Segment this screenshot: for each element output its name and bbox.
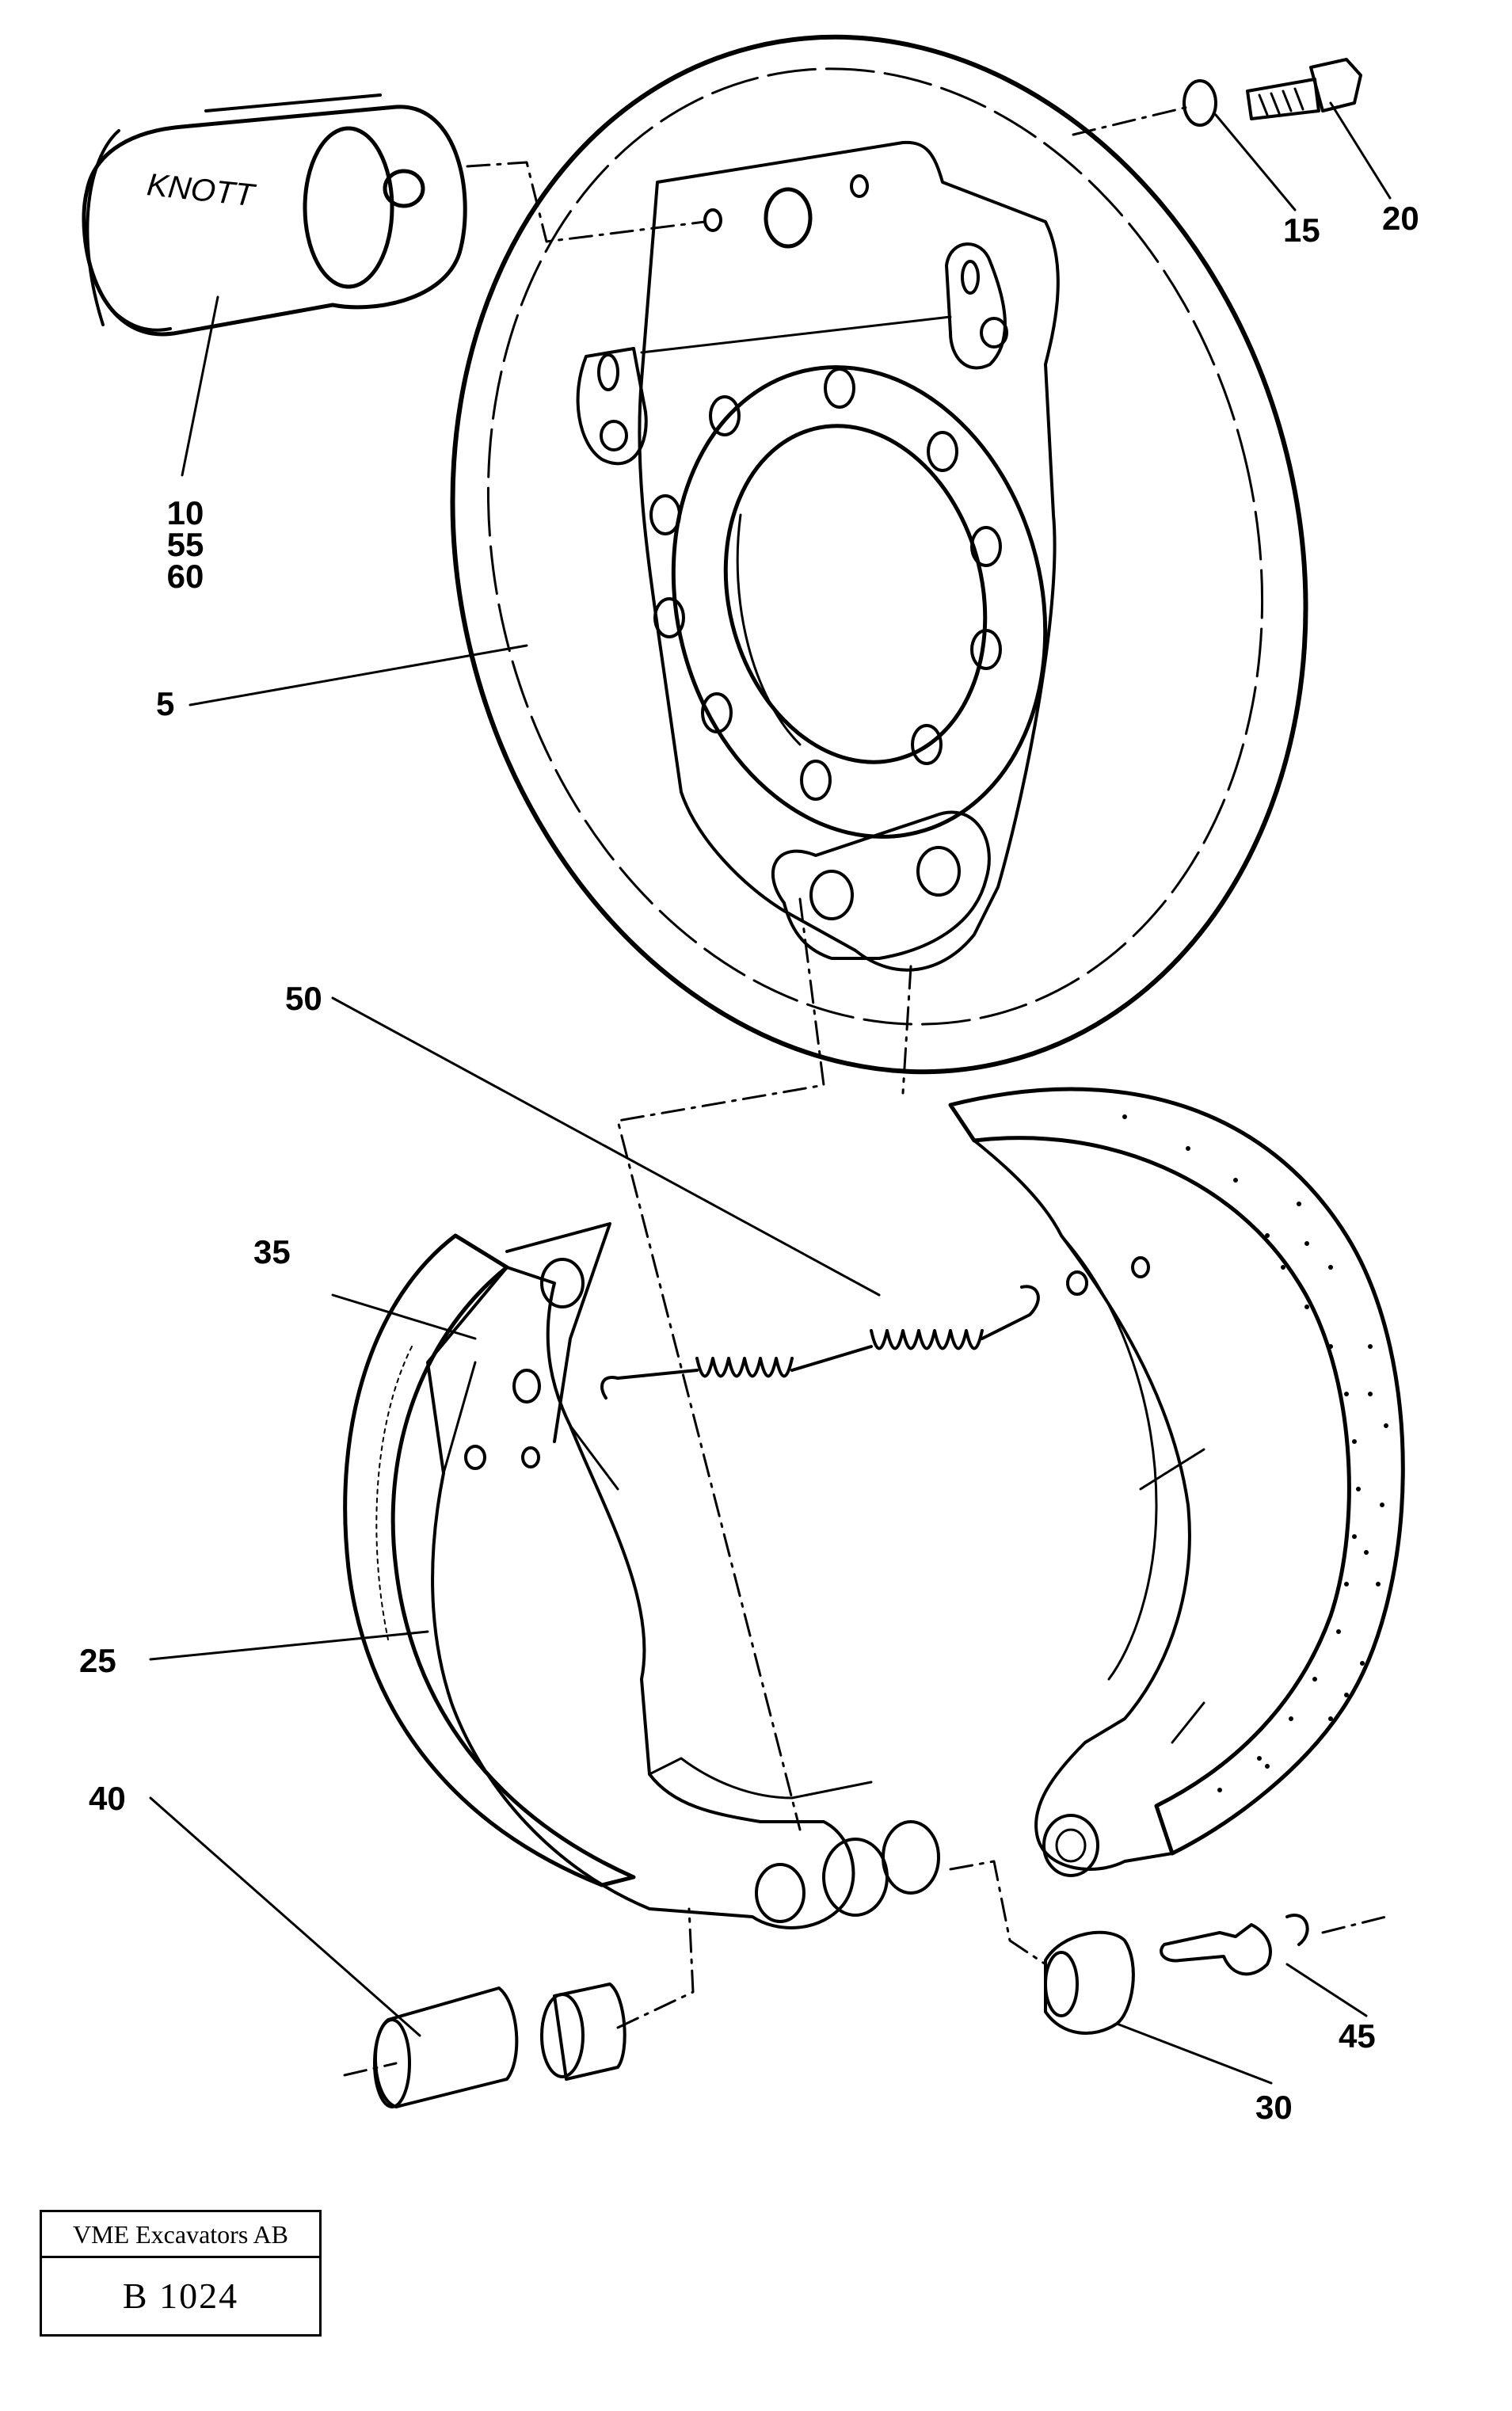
bushing-left (540, 1907, 695, 2081)
callout-30: 30 (1255, 2089, 1293, 2126)
callout-5: 5 (156, 685, 175, 722)
callout-20: 20 (1382, 200, 1419, 237)
left-brake-shoe (343, 1222, 940, 1929)
right-brake-shoe (948, 1087, 1405, 1877)
callout-60: 60 (166, 558, 204, 595)
callout-10: 10 (166, 494, 204, 531)
callout-45: 45 (1339, 2017, 1376, 2055)
hub-bolt-holes (649, 368, 1002, 801)
assembly-centerline (1072, 105, 1190, 136)
assembly-centerline (466, 161, 706, 243)
assembly-centerline (616, 897, 825, 1831)
callout-35: 35 (253, 1233, 291, 1270)
callout-50: 50 (285, 980, 322, 1017)
bolt-and-washer (1183, 58, 1362, 127)
leader-lines (149, 101, 1392, 2085)
callout-15: 15 (1283, 211, 1320, 249)
wheel-cylinder (82, 93, 467, 337)
company-name: VME Excavators AB (42, 2212, 319, 2258)
title-block: VME Excavators AB B 1024 (40, 2210, 322, 2337)
assembly-centerline (901, 965, 912, 1095)
callout-55: 55 (166, 526, 204, 563)
cylinder-marking-text: KNOTT (145, 167, 257, 213)
retaining-clip-45 (1160, 1914, 1388, 1976)
brake-lining-texture (1122, 1114, 1388, 1792)
bushing-30 (949, 1860, 1135, 2035)
return-spring (600, 1285, 1040, 1400)
pin-40 (343, 1986, 519, 2108)
drawing-number: B 1024 (122, 2276, 239, 2316)
callout-10-55-60: 10 55 60 (154, 494, 216, 595)
callout-40: 40 (89, 1780, 126, 1817)
backing-plate (450, 34, 1308, 1075)
callout-25: 25 (79, 1642, 116, 1679)
